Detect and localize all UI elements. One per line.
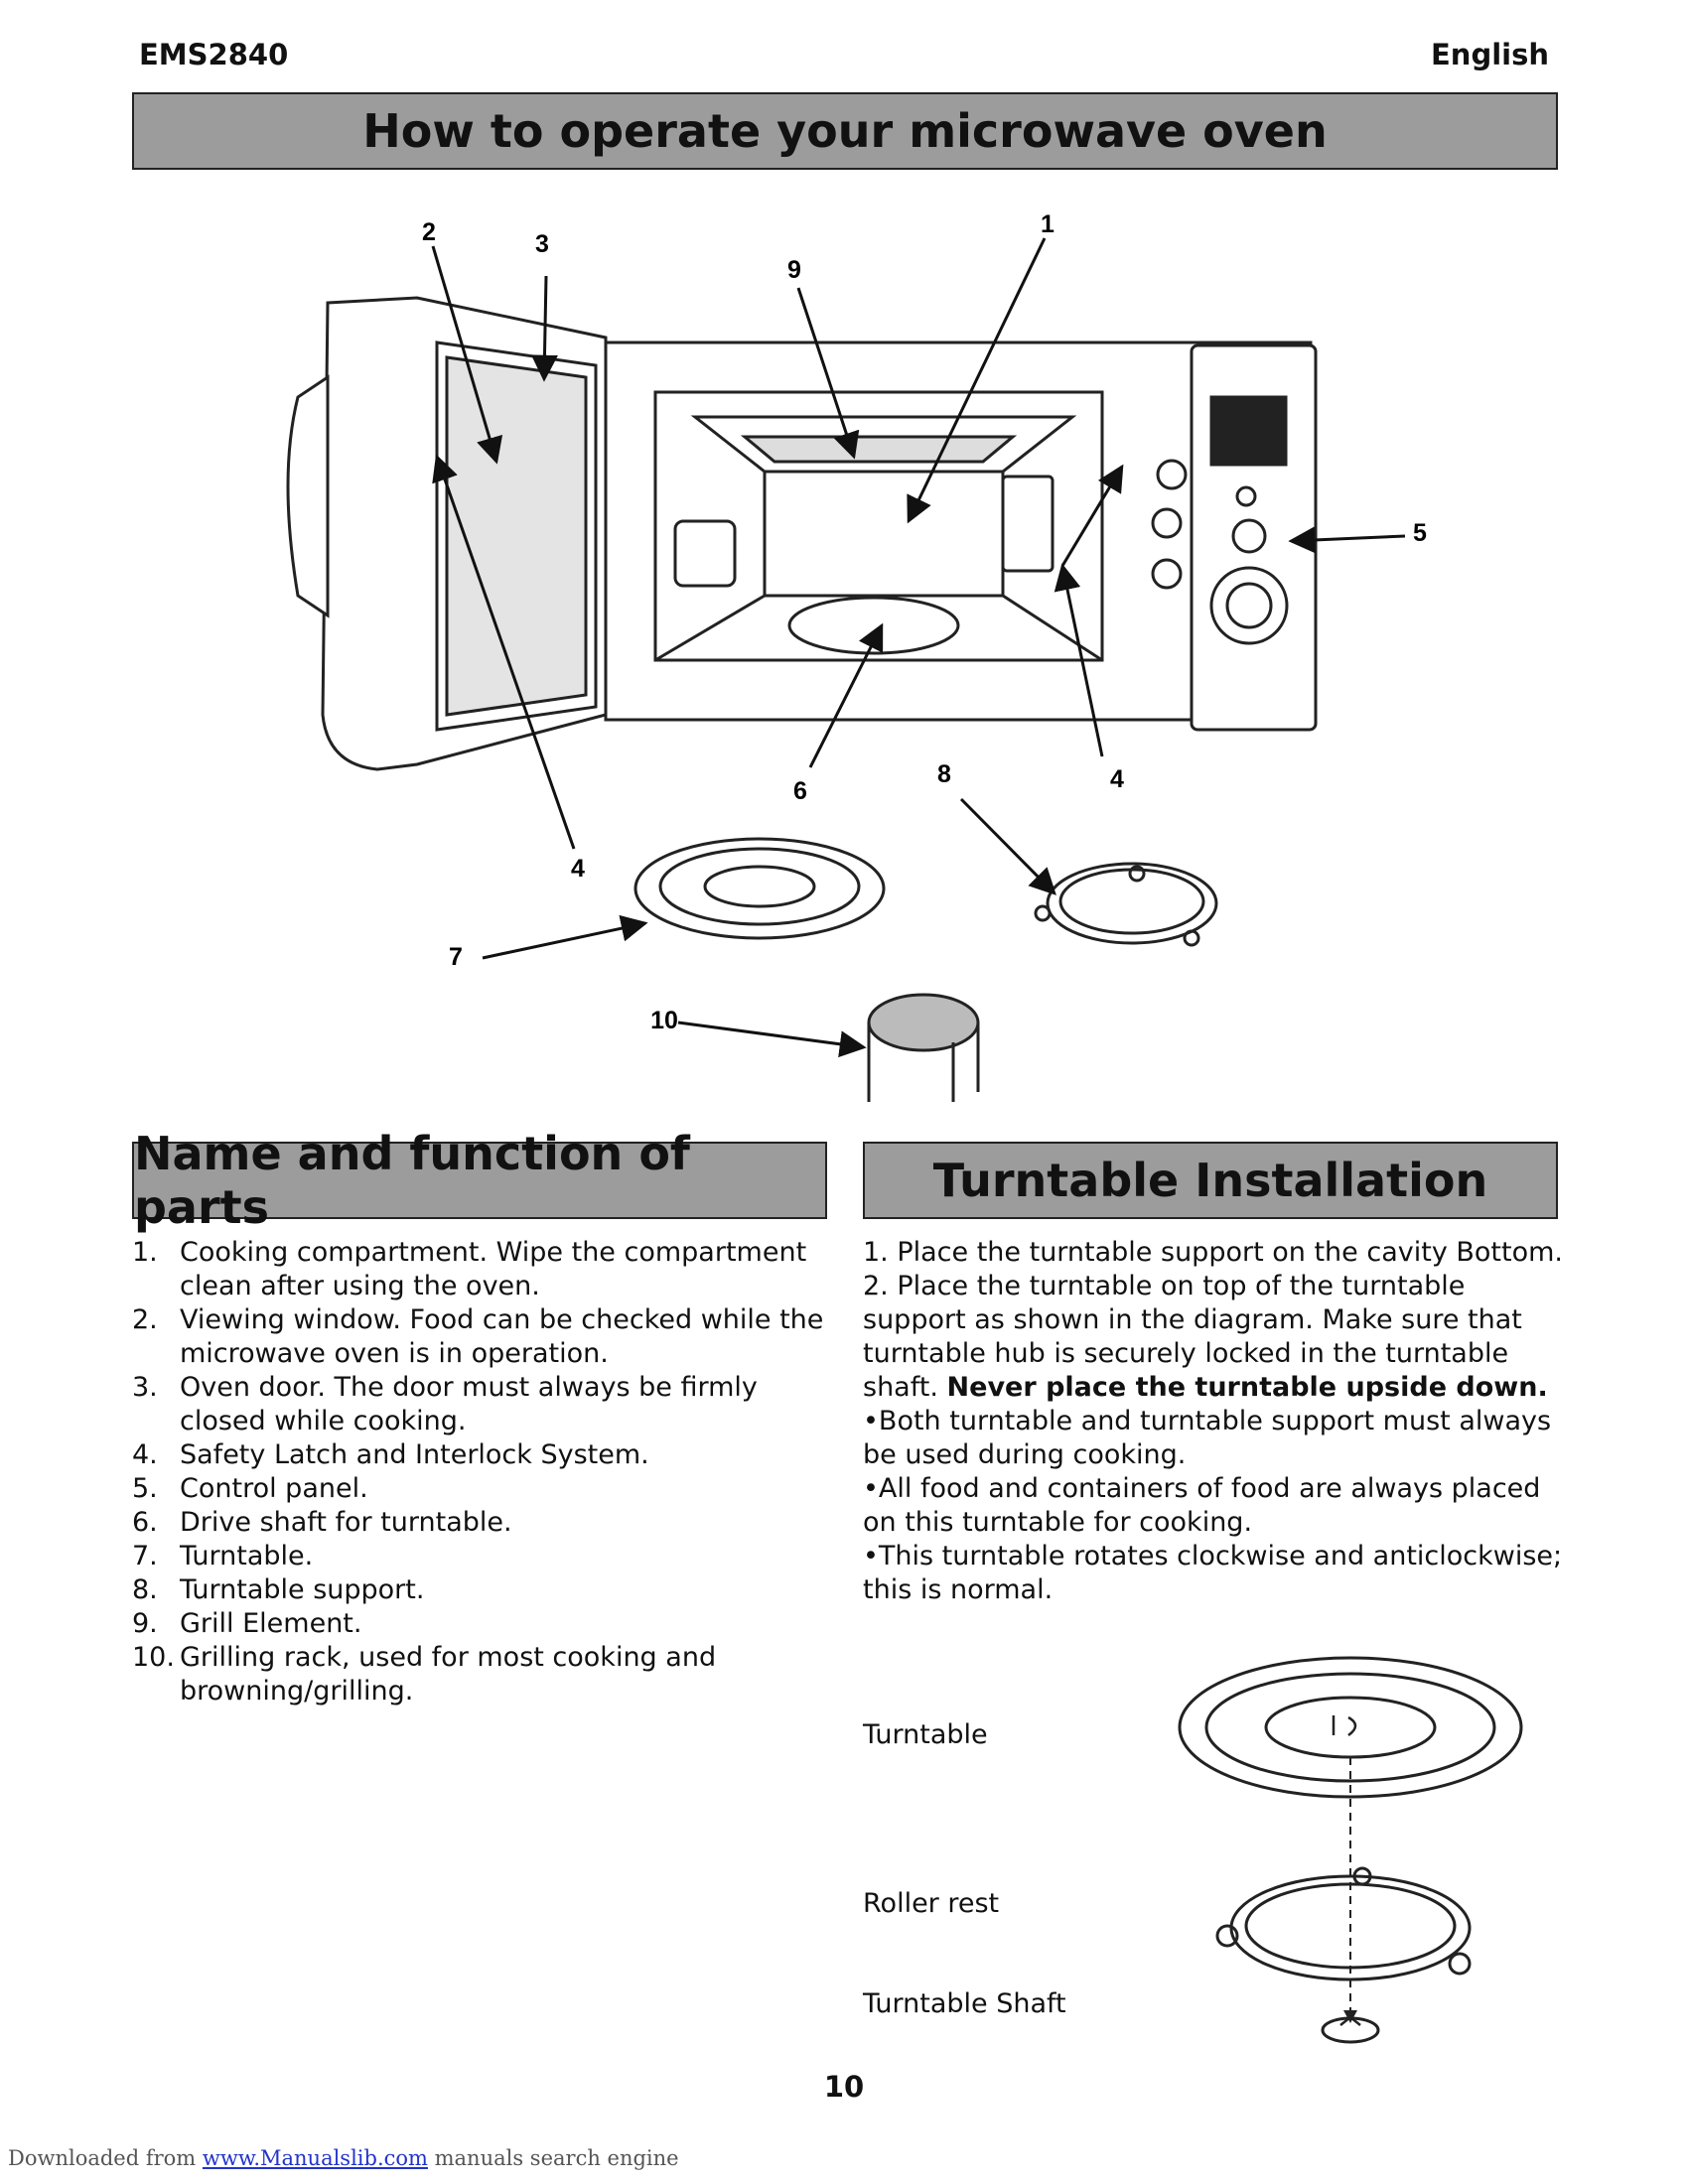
microwave-diagram: 1 2 3 9 5 4 6 8 4 7 10 xyxy=(286,210,1427,1102)
list-item: 4.Safety Latch and Interlock System. xyxy=(132,1439,649,1470)
step-1: 1. Place the turntable support on the ca… xyxy=(863,1237,1563,1268)
list-item: 7.Turntable. xyxy=(132,1541,314,1571)
list-item: 9.Grill Element. xyxy=(132,1608,362,1639)
model-number: EMS2840 xyxy=(139,38,289,71)
manualslib-link[interactable]: www.Manualslib.com xyxy=(202,2146,428,2170)
list-item: 2.Viewing window. Food can be checked wh… xyxy=(132,1304,824,1369)
svg-text:1: 1 xyxy=(1041,210,1055,238)
footer: Downloaded from www.Manualslib.com manua… xyxy=(8,2146,679,2170)
parts-list: 1.Cooking compartment. Wipe the compartm… xyxy=(132,1236,827,1708)
svg-text:2: 2 xyxy=(422,218,436,246)
language-label: English xyxy=(1430,38,1549,71)
warning-text: Never place the turntable upside down. xyxy=(946,1372,1548,1403)
svg-text:8: 8 xyxy=(937,760,951,788)
page-title: How to operate your microwave oven xyxy=(132,92,1558,170)
installation-heading: Turntable Installation xyxy=(863,1142,1558,1219)
turntable-shaft-label: Turntable Shaft xyxy=(863,1988,1066,2019)
svg-text:3: 3 xyxy=(535,230,549,258)
parts-heading: Name and function of parts xyxy=(132,1127,827,1234)
svg-text:5: 5 xyxy=(1413,519,1427,547)
page-number: 10 xyxy=(823,2070,865,2104)
turntable-label: Turntable xyxy=(863,1719,988,1750)
svg-text:7: 7 xyxy=(449,943,463,971)
step-2: 2. Place the turntable on top of the tur… xyxy=(863,1271,1548,1403)
list-item: 10.Grilling rack, used for most cooking … xyxy=(132,1642,717,1706)
list-item: 1.Cooking compartment. Wipe the compartm… xyxy=(132,1237,807,1301)
svg-text:9: 9 xyxy=(787,256,801,284)
svg-text:10: 10 xyxy=(650,1007,678,1034)
list-item: 5.Control panel. xyxy=(132,1473,368,1504)
svg-text:6: 6 xyxy=(793,777,807,805)
bullet-2: •All food and containers of food are alw… xyxy=(863,1473,1541,1538)
installation-instructions: 1. Place the turntable support on the ca… xyxy=(863,1236,1568,1607)
turntable-assembly-diagram xyxy=(1178,1656,1523,2044)
svg-text:4: 4 xyxy=(1110,765,1124,793)
list-item: 3.Oven door. The door must always be fir… xyxy=(132,1372,758,1436)
list-item: 6.Drive shaft for turntable. xyxy=(132,1507,512,1538)
svg-text:4: 4 xyxy=(571,855,585,883)
bullet-3: •This turntable rotates clockwise and an… xyxy=(863,1541,1563,1605)
list-item: 8.Turntable support. xyxy=(132,1574,425,1605)
bullet-1: •Both turntable and turntable support mu… xyxy=(863,1406,1552,1470)
roller-rest-label: Roller rest xyxy=(863,1888,1000,1919)
